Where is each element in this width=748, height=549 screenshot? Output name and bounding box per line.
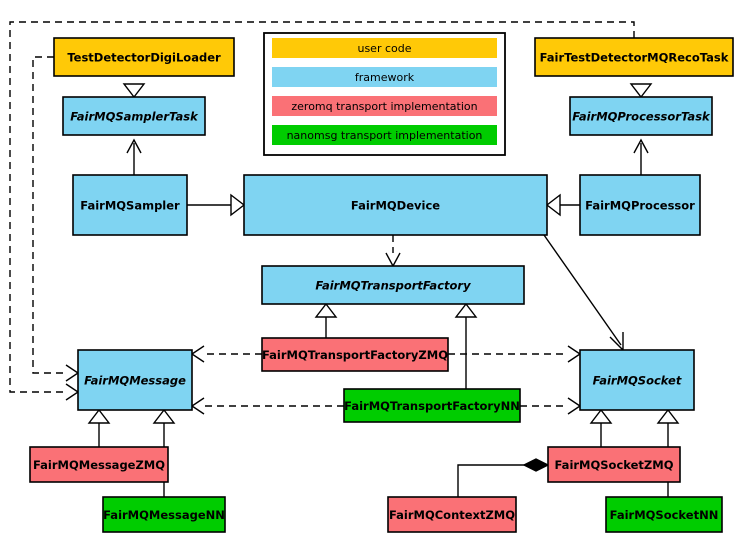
arrowhead-digiloader-to-message bbox=[65, 364, 80, 382]
class-box bbox=[534, 37, 734, 77]
class-box bbox=[569, 96, 713, 136]
arrowhead-socketnn-to-socket bbox=[656, 408, 680, 424]
legend-item-zeromq: zeromq transport implementation bbox=[272, 96, 497, 116]
class-box bbox=[102, 496, 226, 533]
arrowhead-tfnn-to-message bbox=[190, 397, 205, 415]
arrowhead-recotask-to-processortask bbox=[629, 83, 653, 99]
class-box bbox=[579, 349, 695, 411]
class-node-FairMQContextZMQ[interactable]: FairMQContextZMQ bbox=[387, 496, 517, 533]
class-node-FairMQSamplerTask[interactable]: FairMQSamplerTask bbox=[62, 96, 206, 136]
class-node-FairMQMessageZMQ[interactable]: FairMQMessageZMQ bbox=[29, 446, 169, 483]
arrowhead-socketzmq-to-socket bbox=[589, 408, 613, 424]
class-box bbox=[261, 337, 449, 372]
edge-recotask-to-message bbox=[9, 21, 635, 393]
arrowhead-processor-to-device bbox=[545, 193, 561, 217]
class-box bbox=[547, 446, 681, 483]
class-node-FairMQMessage[interactable]: FairMQMessage bbox=[77, 349, 193, 411]
arrowhead-processor-to-processortask bbox=[633, 138, 649, 154]
legend: user code framework zeromq transport imple… bbox=[263, 32, 506, 156]
edge-socketzmq-to-contextzmq bbox=[457, 464, 536, 497]
class-box bbox=[243, 174, 548, 236]
class-box bbox=[29, 446, 169, 483]
class-node-FairMQMessageNN[interactable]: FairMQMessageNN bbox=[102, 496, 226, 533]
class-box bbox=[77, 349, 193, 411]
arrowhead-sampler-to-samplertask bbox=[126, 138, 142, 154]
edge-device-to-socket bbox=[543, 234, 622, 346]
class-node-FairMQSocketNN[interactable]: FairMQSocketNN bbox=[605, 496, 723, 533]
arrowhead-tfnn-to-socket bbox=[567, 397, 582, 415]
class-node-TestDetectorDigiLoader[interactable]: TestDetectorDigiLoader bbox=[53, 37, 235, 77]
arrowhead-sampler-to-device bbox=[230, 193, 246, 217]
composition-diamond-socketzmq bbox=[522, 458, 550, 472]
arrowhead-messagenn-to-message bbox=[152, 408, 176, 424]
legend-swatch bbox=[272, 38, 497, 58]
legend-item-nanomsg: nanomsg transport implementation bbox=[272, 125, 497, 145]
class-node-FairMQTransportFactory[interactable]: FairMQTransportFactory bbox=[261, 265, 525, 305]
edge-digiloader-to-message bbox=[32, 56, 66, 374]
class-box bbox=[261, 265, 525, 305]
class-node-FairMQTransportFactoryZMQ[interactable]: FairMQTransportFactoryZMQ bbox=[261, 337, 449, 372]
arrowhead-tfzmq-to-transportfactory bbox=[314, 302, 338, 318]
class-box bbox=[579, 174, 701, 236]
class-box bbox=[605, 496, 723, 533]
arrowhead-recotask-to-message bbox=[65, 383, 80, 401]
class-node-FairMQDevice[interactable]: FairMQDevice bbox=[243, 174, 548, 236]
class-box bbox=[72, 174, 188, 236]
arrowhead-tfzmq-to-socket bbox=[567, 345, 582, 363]
class-node-FairMQSampler[interactable]: FairMQSampler bbox=[72, 174, 188, 236]
arrowhead-tfnn-to-transportfactory bbox=[454, 302, 478, 318]
arrowhead-device-to-socket bbox=[609, 332, 624, 352]
class-node-FairMQProcessor[interactable]: FairMQProcessor bbox=[579, 174, 701, 236]
class-box bbox=[343, 388, 521, 423]
legend-item-framework: framework bbox=[272, 67, 497, 87]
class-node-FairMQTransportFactoryNN[interactable]: FairMQTransportFactoryNN bbox=[343, 388, 521, 423]
class-node-FairMQProcessorTask[interactable]: FairMQProcessorTask bbox=[569, 96, 713, 136]
legend-swatch bbox=[272, 67, 497, 87]
arrowhead-messagezmq-to-message bbox=[87, 408, 111, 424]
class-node-FairTestDetectorMQRecoTask[interactable]: FairTestDetectorMQRecoTask bbox=[534, 37, 734, 77]
arrowhead-device-to-transportfactory bbox=[385, 252, 401, 268]
legend-item-user_code: user code bbox=[272, 38, 497, 58]
class-node-FairMQSocketZMQ[interactable]: FairMQSocketZMQ bbox=[547, 446, 681, 483]
class-box bbox=[53, 37, 235, 77]
class-box bbox=[62, 96, 206, 136]
legend-swatch bbox=[272, 125, 497, 145]
arrowhead-tfzmq-to-message bbox=[190, 345, 205, 363]
class-node-FairMQSocket[interactable]: FairMQSocket bbox=[579, 349, 695, 411]
legend-swatch bbox=[272, 96, 497, 116]
arrowhead-digiloader-to-samplertask bbox=[122, 83, 146, 99]
class-box bbox=[387, 496, 517, 533]
